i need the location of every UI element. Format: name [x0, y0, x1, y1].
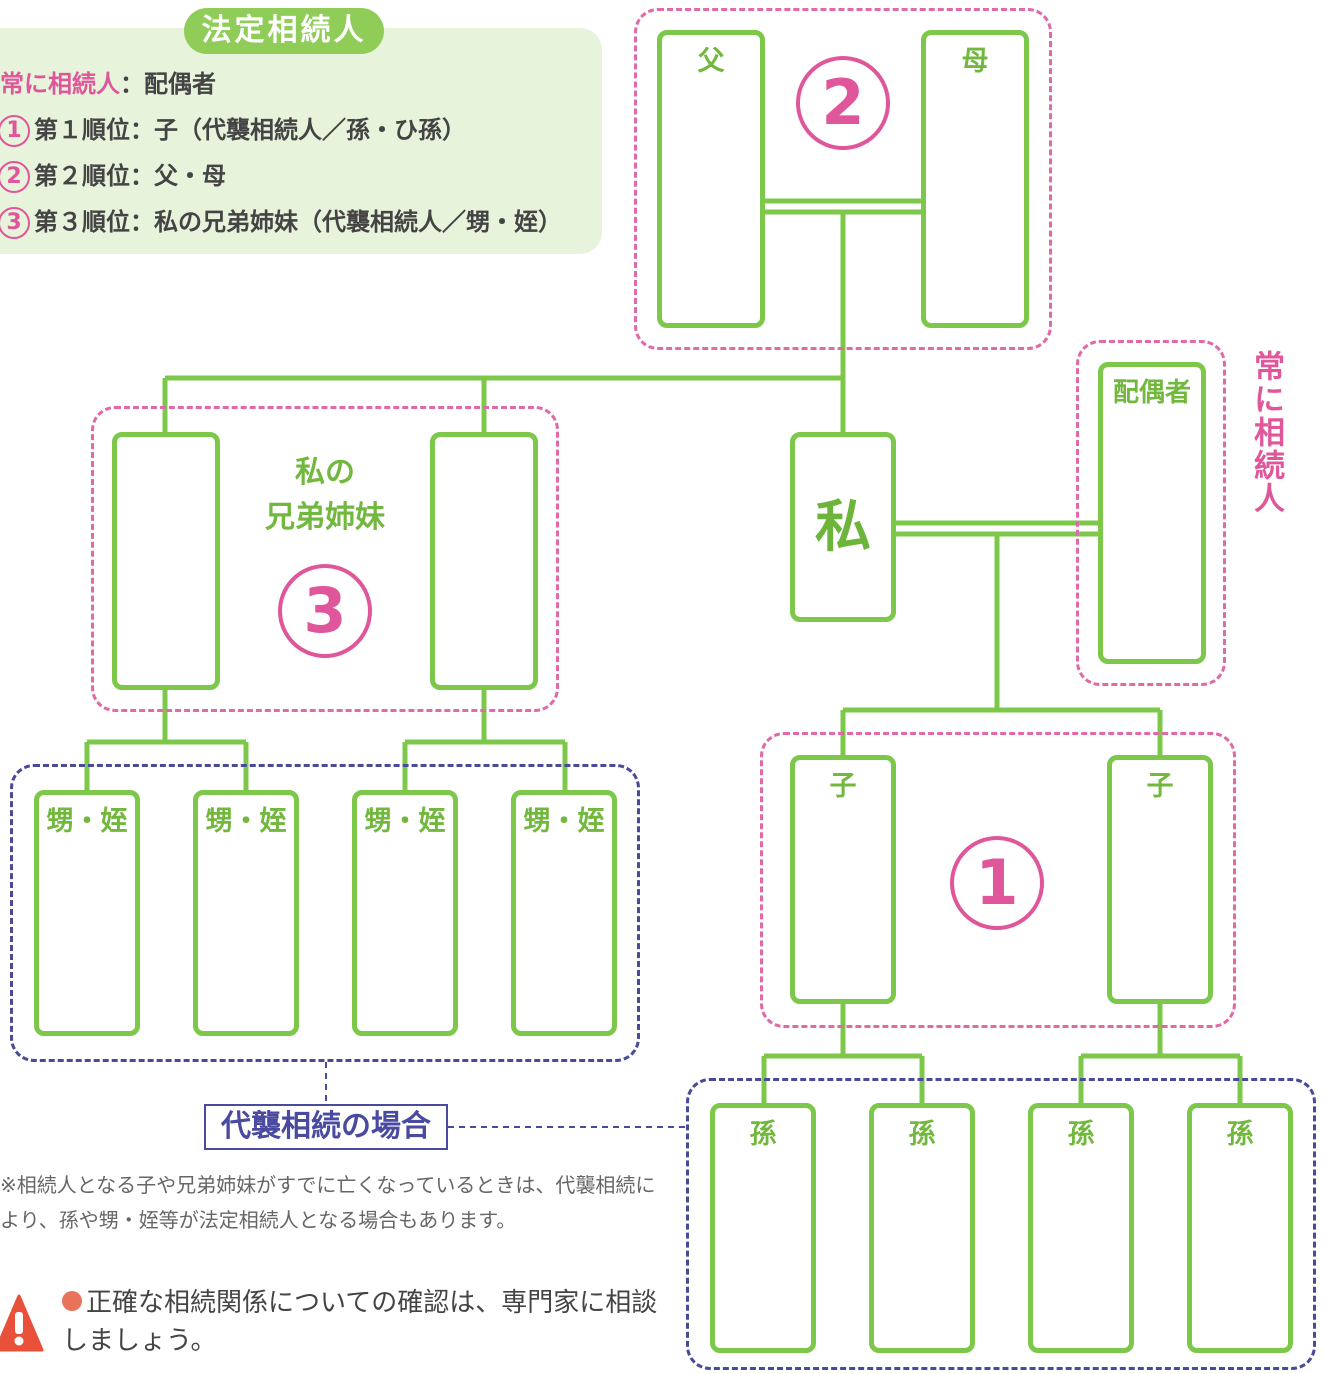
- group-parents: [634, 8, 1052, 350]
- child-label-2: 子: [1146, 771, 1174, 802]
- legend-always-value: ：配偶者: [120, 70, 216, 98]
- nephew-box-4: 甥・姪: [511, 790, 617, 1036]
- legend-always-label: 常に相続人: [0, 70, 120, 98]
- grandchild-box-4: 孫: [1187, 1103, 1293, 1353]
- child-box-1: 子: [790, 755, 896, 1004]
- grandchild-label-3: 孫: [1067, 1119, 1095, 1150]
- sibling-box-1: [112, 432, 220, 690]
- nephew-label-2: 甥・姪: [205, 806, 287, 837]
- always-heir-label: 常に相続人: [1248, 350, 1284, 515]
- father-box: 父: [657, 30, 765, 328]
- legend-rank2-number: 2: [0, 161, 30, 193]
- nephew-label-3: 甥・姪: [364, 806, 446, 837]
- warning-text: 正確な相続関係についての確認は、専門家に相談しましょう。: [62, 1288, 658, 1356]
- grandchild-label-4: 孫: [1226, 1119, 1254, 1150]
- group-nephews: [10, 764, 640, 1062]
- rank2-circle: 2: [796, 56, 890, 150]
- child-box-2: 子: [1107, 755, 1213, 1004]
- nephew-box-1: 甥・姪: [34, 790, 140, 1036]
- legend-rank2-text: 第２順位：父・母: [34, 162, 226, 190]
- grandchild-box-3: 孫: [1028, 1103, 1134, 1353]
- nephew-box-3: 甥・姪: [352, 790, 458, 1036]
- group-spouse: [1076, 340, 1226, 686]
- grandchild-label-1: 孫: [749, 1119, 777, 1150]
- father-label: 父: [697, 46, 725, 77]
- legend-rank1-number: 1: [0, 115, 30, 147]
- legend-always: 常に相続人：配偶者: [0, 64, 216, 99]
- group-grandchildren: [686, 1078, 1316, 1370]
- child-label-1: 子: [829, 771, 857, 802]
- footnote: ※相続人となる子や兄弟姉妹がすでに亡くなっているときは、代襲相続により、孫や甥・…: [0, 1173, 656, 1232]
- siblings-label: 私の 兄弟姉妹: [265, 455, 385, 535]
- substitute-inheritance-label: 代襲相続の場合: [204, 1104, 448, 1150]
- self-box: 私: [790, 432, 896, 622]
- warning-icon: [0, 1294, 44, 1352]
- group-siblings: [91, 406, 559, 712]
- legend-title: 法定相続人: [184, 8, 384, 54]
- sibling-box-2: [430, 432, 538, 690]
- nephew-label-1: 甥・姪: [46, 806, 128, 837]
- grandchild-box-1: 孫: [710, 1103, 816, 1353]
- legend-rank1-text: 第１順位：子（代襲相続人／孫・ひ孫）: [34, 116, 466, 144]
- grandchild-box-2: 孫: [869, 1103, 975, 1353]
- group-children: [760, 732, 1236, 1028]
- rank1-circle: 1: [950, 836, 1044, 930]
- legend-rank3-number: 3: [0, 207, 30, 239]
- grandchild-label-2: 孫: [908, 1119, 936, 1150]
- bullet-icon: [62, 1291, 82, 1311]
- rank3-circle: 3: [278, 564, 372, 658]
- mother-label: 母: [961, 46, 989, 77]
- warning-message: 正確な相続関係についての確認は、専門家に相談しましょう。: [62, 1284, 662, 1360]
- nephew-label-4: 甥・姪: [523, 806, 605, 837]
- spouse-label: 配偶者: [1112, 378, 1191, 408]
- nephew-box-2: 甥・姪: [193, 790, 299, 1036]
- mother-box: 母: [921, 30, 1029, 328]
- legend-rank3-text: 第３順位：私の兄弟姉妹（代襲相続人／甥・姪）: [34, 208, 562, 236]
- spouse-box: 配偶者: [1098, 362, 1206, 664]
- self-label: 私: [815, 495, 871, 560]
